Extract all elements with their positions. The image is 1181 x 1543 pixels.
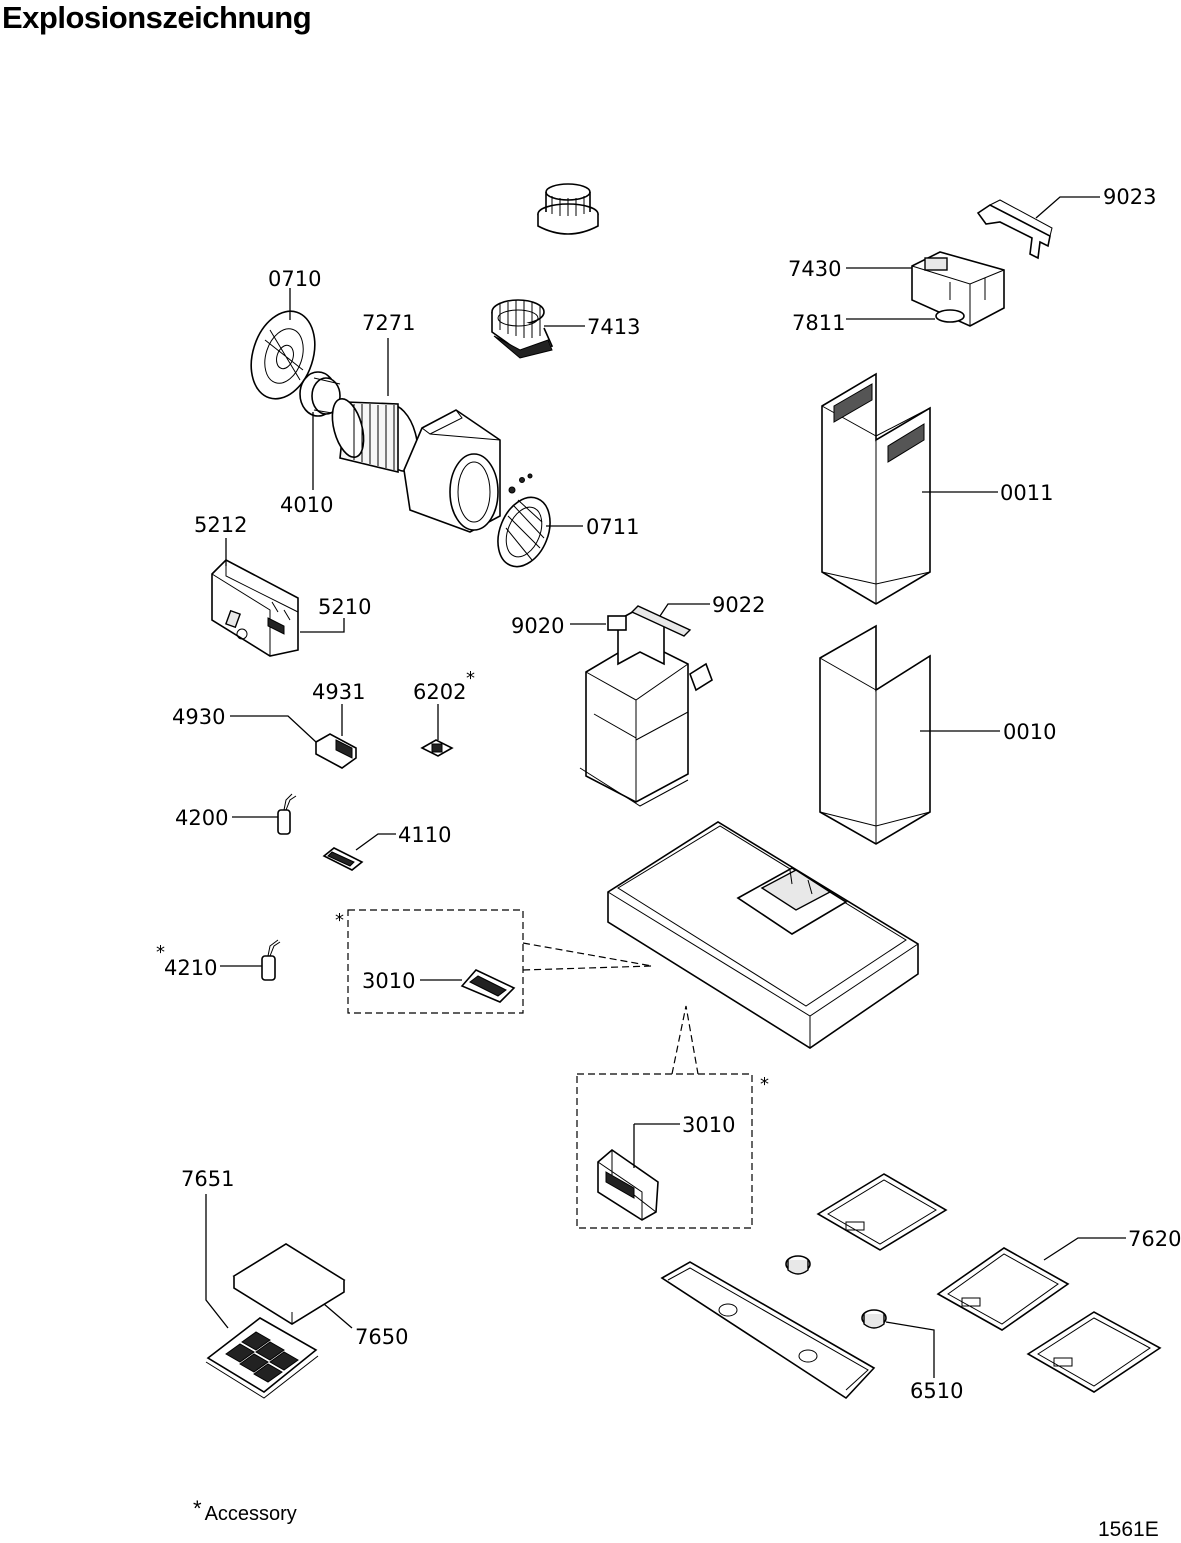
- part-4200-capacitor: [277, 793, 297, 835]
- footnote-accessory: *Accessory: [193, 1496, 297, 1526]
- leader-4930: [230, 715, 317, 743]
- label-5210: 5210: [318, 595, 371, 619]
- label-0710: 0710: [268, 267, 321, 291]
- part-9023-bracket: [976, 199, 1053, 260]
- part-0710-backplate: [250, 310, 316, 400]
- part-5212-control-box: [211, 559, 299, 657]
- part-7651-filter-frame: [205, 1317, 319, 1399]
- drawing-number: 1561E: [1098, 1518, 1159, 1541]
- leader-7651: [205, 1194, 229, 1329]
- label-4200: 4200: [175, 806, 228, 830]
- motor-mounting-box: [579, 607, 713, 807]
- leader-7620: [1043, 1237, 1126, 1261]
- duct-collar-top: [537, 183, 599, 235]
- part-7620-grease-filter-2: [936, 1247, 1070, 1331]
- leader-7650: [323, 1303, 353, 1329]
- accessory-mark-box-1: *: [335, 910, 344, 931]
- label-4110: 4110: [398, 823, 451, 847]
- part-7620-grease-filter-3: [1026, 1311, 1162, 1393]
- label-6510: 6510: [910, 1379, 963, 1403]
- footnote-text: Accessory: [204, 1503, 297, 1525]
- accessory-mark-box-2: *: [760, 1074, 769, 1095]
- label-4010: 4010: [280, 493, 333, 517]
- part-3010-control-panel-b: [597, 1148, 659, 1221]
- part-6202-halogen: [420, 739, 454, 757]
- fan-scroll-housing: [403, 409, 533, 533]
- part-4210-capacitor: [261, 939, 281, 981]
- part-7620-grease-filter-1: [816, 1173, 948, 1251]
- part-9020-clip: [607, 615, 627, 631]
- label-7651: 7651: [181, 1167, 234, 1191]
- accessory-box-2: [576, 1005, 753, 1229]
- accessory-mark-6202: *: [466, 668, 475, 689]
- label-7430: 7430: [788, 257, 841, 281]
- label-0711: 0711: [586, 515, 639, 539]
- label-7650: 7650: [355, 1325, 408, 1349]
- part-6510-lamp-2: [861, 1309, 887, 1329]
- label-3010-b: 3010: [682, 1113, 735, 1137]
- part-0010-lower-chimney: [819, 624, 931, 845]
- page-title: Explosionszeichnung: [2, 0, 312, 35]
- part-3010-switch-module-a: [460, 969, 516, 1003]
- label-3010-a: 3010: [362, 969, 415, 993]
- leader-6510: [885, 1321, 935, 1378]
- label-9023: 9023: [1103, 185, 1156, 209]
- label-9020: 9020: [511, 614, 564, 638]
- leader-5210: [300, 618, 345, 633]
- label-7413: 7413: [587, 315, 640, 339]
- accessory-box-1: [347, 909, 653, 1014]
- leader-4110: [355, 833, 396, 851]
- part-4110-connector: [322, 847, 364, 871]
- label-7620: 7620: [1128, 1227, 1181, 1251]
- accessory-mark-4210: *: [156, 942, 165, 963]
- label-5212: 5212: [194, 513, 247, 537]
- hood-body: [607, 821, 919, 1049]
- part-7650-carbon-filter: [232, 1243, 346, 1325]
- light-cover-strip: [660, 1261, 876, 1400]
- part-0711-inlet-grille: [497, 496, 551, 568]
- part-7413-inlet-ring: [491, 299, 554, 359]
- label-7271: 7271: [362, 311, 415, 335]
- label-7811: 7811: [792, 311, 845, 335]
- label-9022: 9022: [712, 593, 765, 617]
- label-6202: 6202: [413, 680, 466, 704]
- label-4930: 4930: [172, 705, 225, 729]
- part-4931-light-switch: [315, 733, 357, 769]
- part-7271-fan-wheel: [331, 397, 419, 474]
- part-7430-deflector: [911, 251, 1005, 327]
- part-9022-strip: [630, 605, 692, 637]
- label-4210: 4210: [164, 956, 217, 980]
- leader-3010-b: [633, 1123, 680, 1168]
- part-6510-lamp-1: [785, 1255, 811, 1275]
- label-0010: 0010: [1003, 720, 1056, 744]
- leader-9023: [1035, 196, 1100, 219]
- footnote-mark: *: [193, 1496, 202, 1521]
- part-0011-upper-chimney: [821, 372, 931, 605]
- label-0011: 0011: [1000, 481, 1053, 505]
- label-4931: 4931: [312, 680, 365, 704]
- leader-9022: [659, 603, 710, 617]
